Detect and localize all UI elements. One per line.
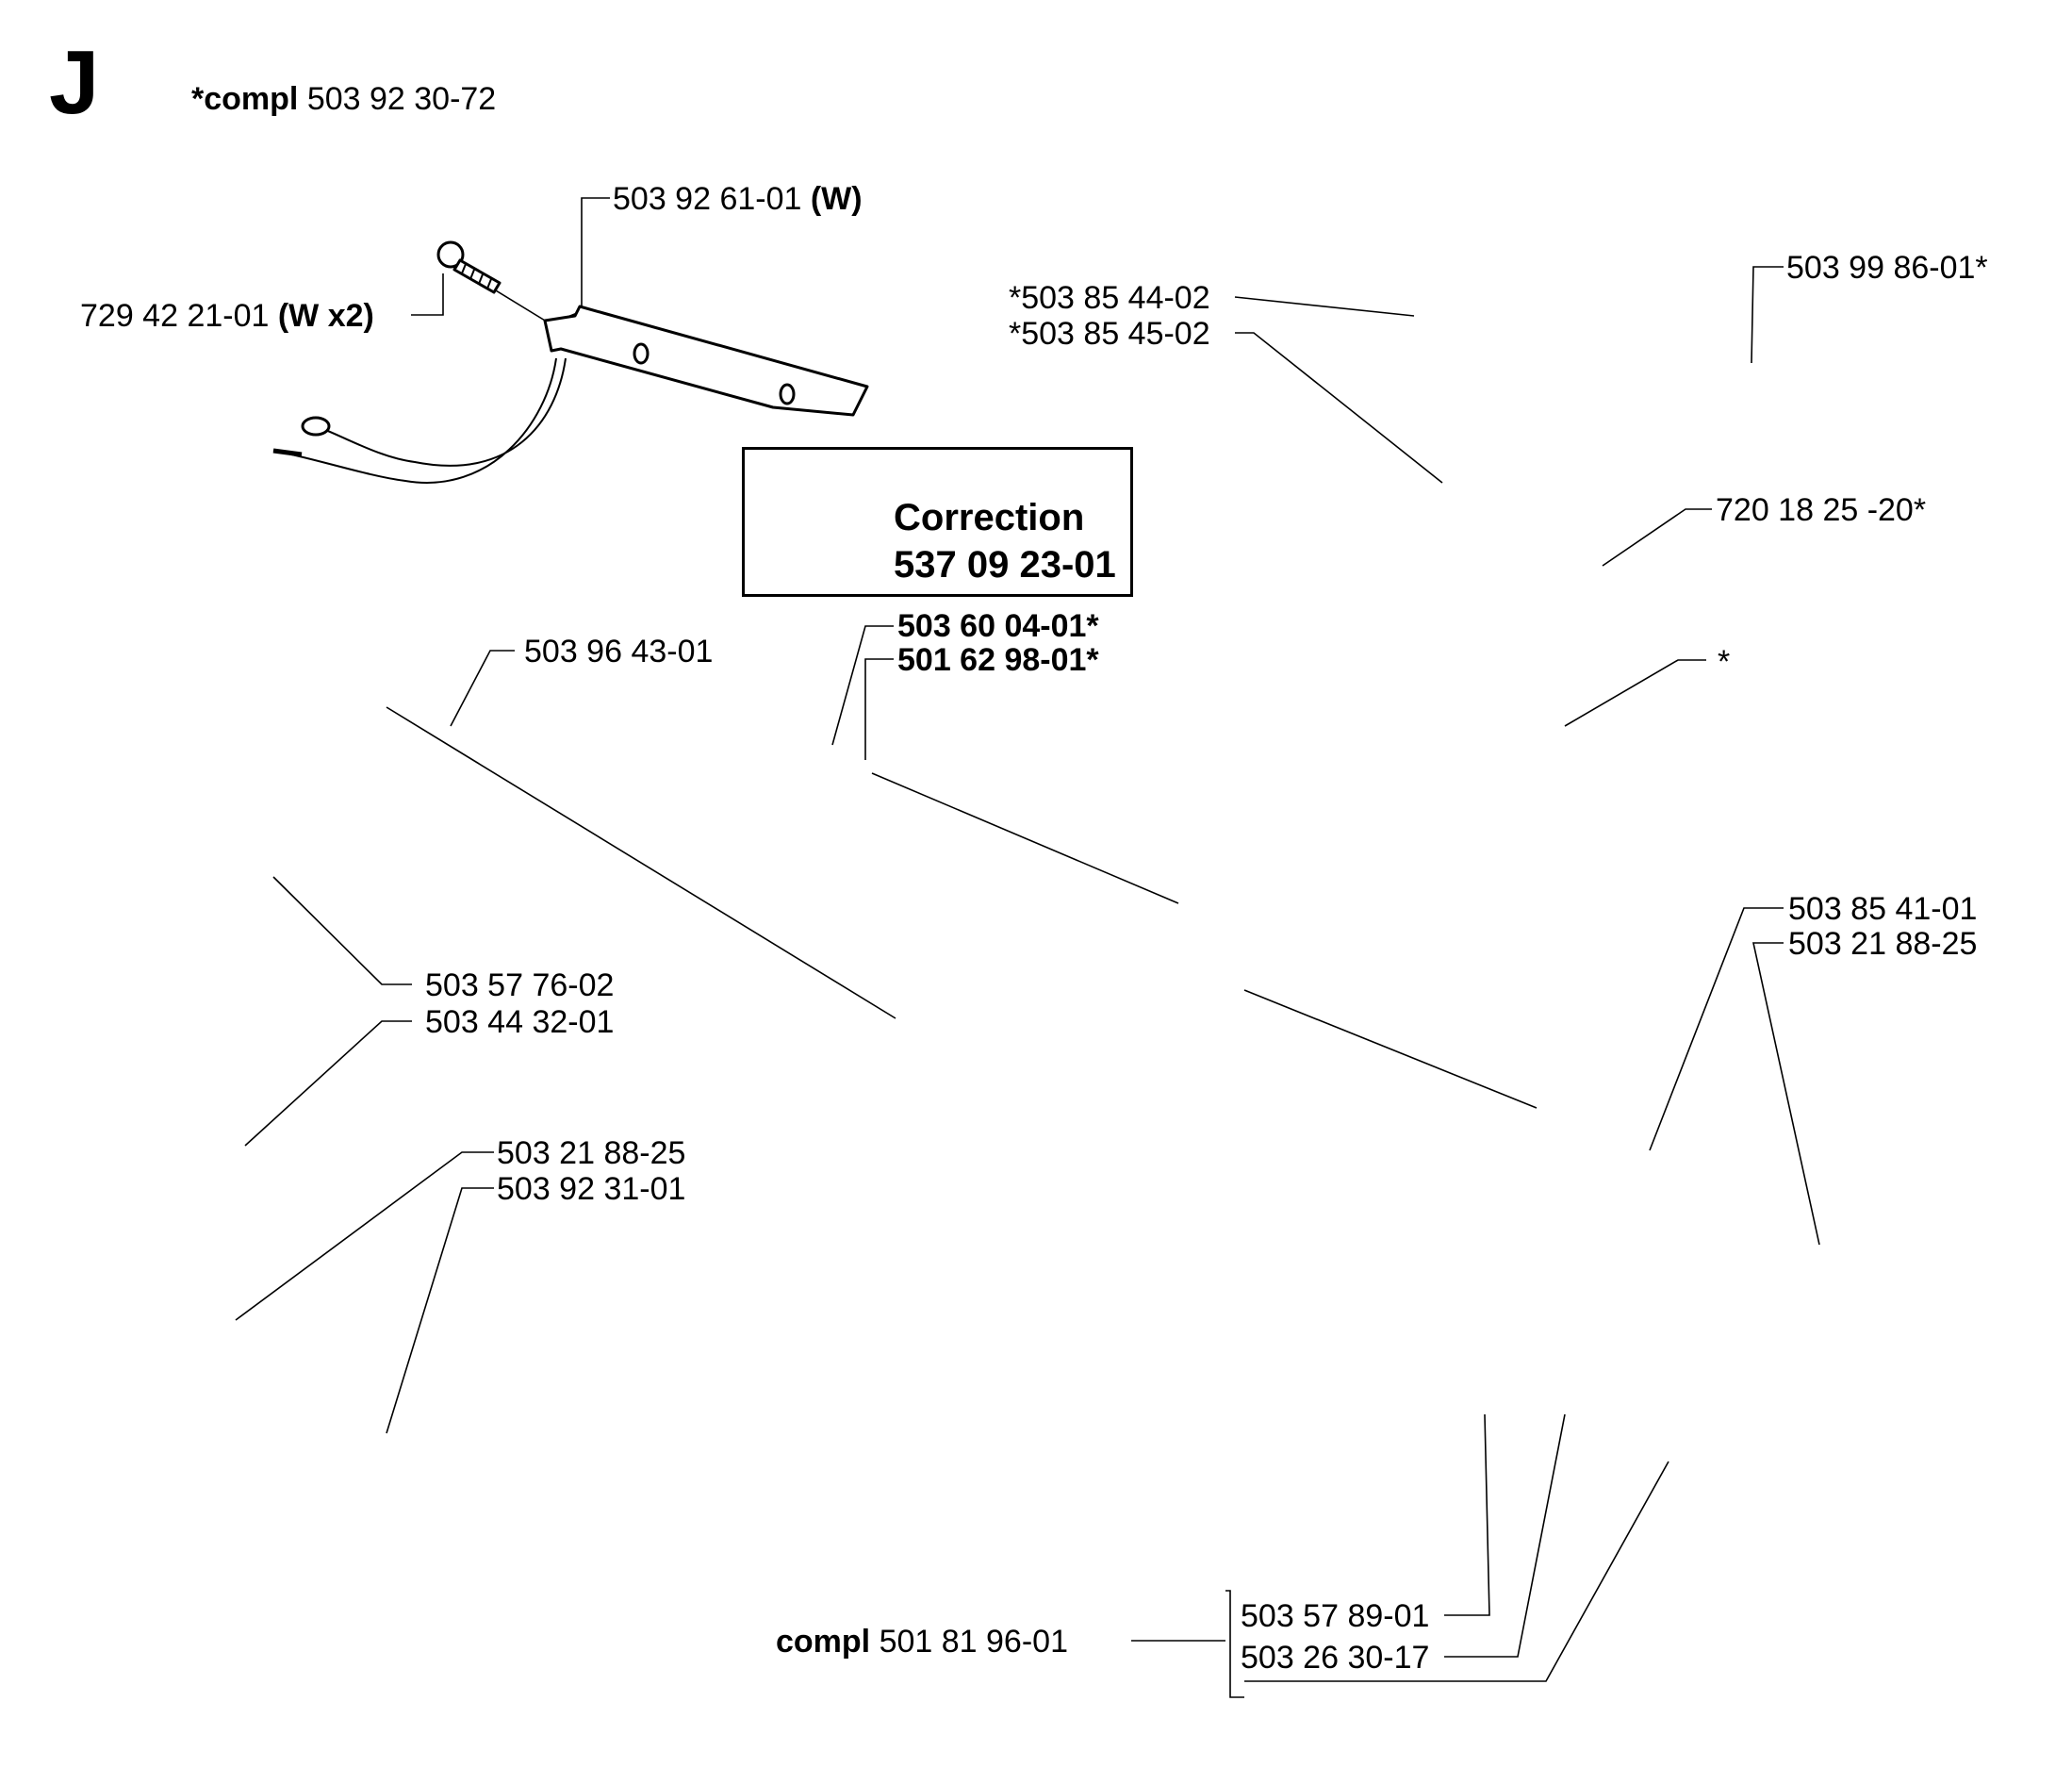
label-av-spring-right: 503 21 88-25: [1788, 926, 1978, 962]
label-guard: 503 96 43-01: [524, 634, 714, 669]
label-av-screw-right: 503 85 41-01: [1788, 891, 1978, 927]
label-bumper-2: 501 62 98-01*: [897, 642, 1099, 678]
label-trigger-a: *503 85 44-02: [1009, 280, 1210, 316]
bracket-icon: [543, 305, 869, 417]
label-bracket: 503 92 61-01 (W): [613, 181, 863, 217]
bumper-1-number: 503 60 04-01*: [897, 608, 1099, 644]
label-cap-compl: compl 501 81 96-01: [776, 1624, 1068, 1660]
correction-number: 537 09 23-01: [894, 544, 1116, 586]
label-cap-oring: 503 26 30-17: [1241, 1640, 1430, 1676]
label-spring-small: 503 99 86-01*: [1786, 250, 1988, 286]
compl-prefix: *compl: [191, 81, 299, 117]
bracket-number: 503 92 61-01: [613, 181, 802, 217]
screw-suffix: (W x2): [277, 298, 374, 334]
label-fuel-filter: 503 44 32-01: [425, 1004, 615, 1040]
section-letter: J: [49, 32, 100, 133]
correction-box: Correction 537 09 23-01: [742, 447, 1133, 597]
label-cap-retainer: 503 57 89-01: [1241, 1598, 1430, 1634]
bracket-suffix: (W): [810, 181, 863, 217]
label-av-screw-left: 503 21 88-25: [497, 1135, 686, 1171]
label-av-spring-left: 503 92 31-01: [497, 1171, 686, 1207]
bumper-2-number: 501 62 98-01*: [897, 642, 1099, 678]
label-pin: 720 18 25 -20*: [1716, 492, 1927, 528]
screw-number: 729 42 21-01: [80, 298, 270, 334]
cap-compl-prefix: compl: [776, 1624, 871, 1660]
label-screw: 729 42 21-01 (W x2): [80, 298, 374, 334]
leader-lines: [235, 197, 1820, 1698]
screw-icon: [436, 240, 502, 294]
compl-assembly-label: *compl 503 92 30-72: [191, 81, 496, 117]
wire-harness-icon: [272, 357, 567, 484]
label-handle-star: *: [1718, 644, 1731, 680]
correction-title: Correction: [894, 497, 1085, 538]
label-bumper-1: 503 60 04-01*: [897, 608, 1099, 644]
label-trigger-b: *503 85 45-02: [1009, 316, 1210, 352]
cap-compl-number: 501 81 96-01: [879, 1624, 1068, 1660]
label-fuel-hose: 503 57 76-02: [425, 967, 615, 1003]
compl-number: 503 92 30-72: [306, 81, 497, 117]
